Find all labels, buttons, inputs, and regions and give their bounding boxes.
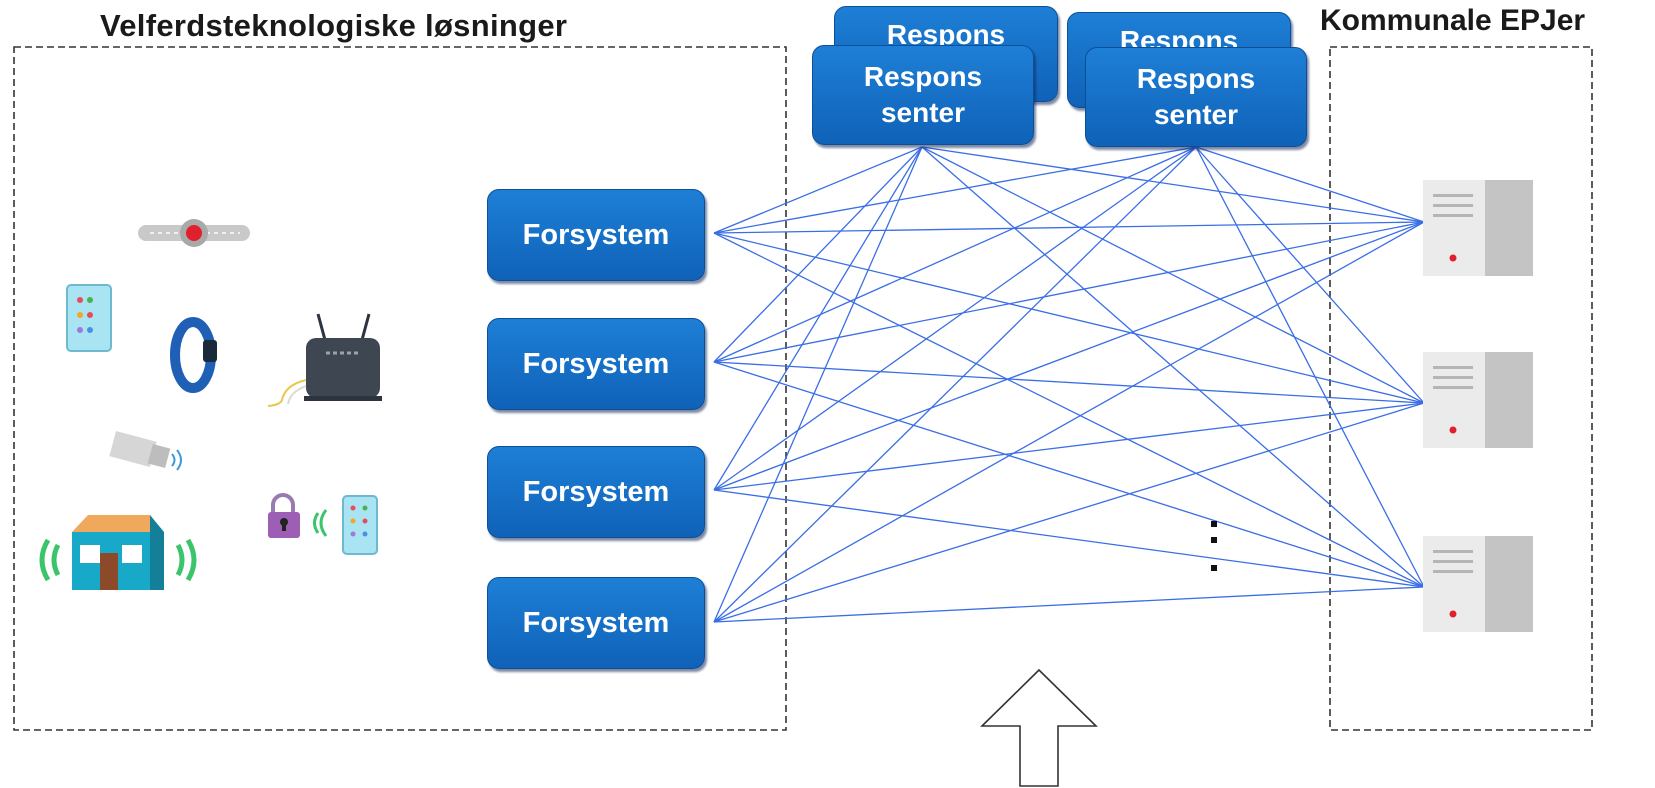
forsystem-box: Forsystem	[487, 318, 705, 410]
connection-line	[713, 146, 923, 491]
connection-line	[713, 402, 1425, 623]
left-panel-title: Velferdsteknologiske løsninger	[100, 8, 568, 43]
connection-line	[921, 146, 1425, 404]
connection-line	[713, 146, 1197, 363]
server-icon	[1423, 352, 1533, 448]
smart-lock-icon	[268, 493, 328, 538]
connection-line	[713, 146, 923, 234]
alarm-button-icon	[138, 219, 250, 247]
smart-home-icon	[39, 515, 197, 590]
response-center-box: Respons senter	[1085, 47, 1307, 147]
connection-line	[713, 221, 1425, 623]
tablet-icon	[66, 284, 112, 352]
connection-line	[713, 232, 1425, 404]
connection-line	[713, 146, 923, 363]
connection-line	[713, 221, 1425, 234]
response-center-box: Respons senter	[812, 45, 1034, 145]
right-panel-title: Kommunale EPJer	[1320, 4, 1586, 37]
connection-line	[713, 146, 1197, 234]
connection-line	[921, 146, 1425, 223]
connection-line	[713, 489, 1425, 588]
connection-line	[713, 146, 923, 623]
connection-line	[713, 402, 1425, 491]
forsystem-box: Forsystem	[487, 446, 705, 538]
connection-line	[1195, 146, 1425, 223]
forsystem-box: Forsystem	[487, 577, 705, 669]
connection-line	[713, 586, 1425, 623]
server-icon	[1423, 180, 1533, 276]
connection-lines	[713, 146, 1425, 623]
connection-line	[1195, 146, 1425, 404]
forsystem-box: Forsystem	[487, 189, 705, 281]
connection-line	[713, 221, 1425, 363]
ellipsis-dots	[1211, 521, 1217, 571]
wristband-icon	[170, 317, 217, 393]
up-arrow-icon	[980, 668, 1098, 787]
connection-line	[713, 361, 1425, 588]
router-icon	[267, 313, 382, 407]
left-panel-border	[13, 46, 787, 731]
motion-sensor-icon	[109, 431, 182, 471]
server-icon	[1423, 536, 1533, 632]
tablet-icon	[342, 495, 378, 555]
epj-servers	[1423, 180, 1533, 632]
connection-line	[713, 361, 1425, 404]
connection-line	[713, 146, 1197, 623]
connection-line	[713, 221, 1425, 491]
connection-line	[921, 146, 1425, 588]
connection-line	[1195, 146, 1425, 588]
connection-line	[713, 232, 1425, 588]
connection-line	[713, 146, 1197, 491]
